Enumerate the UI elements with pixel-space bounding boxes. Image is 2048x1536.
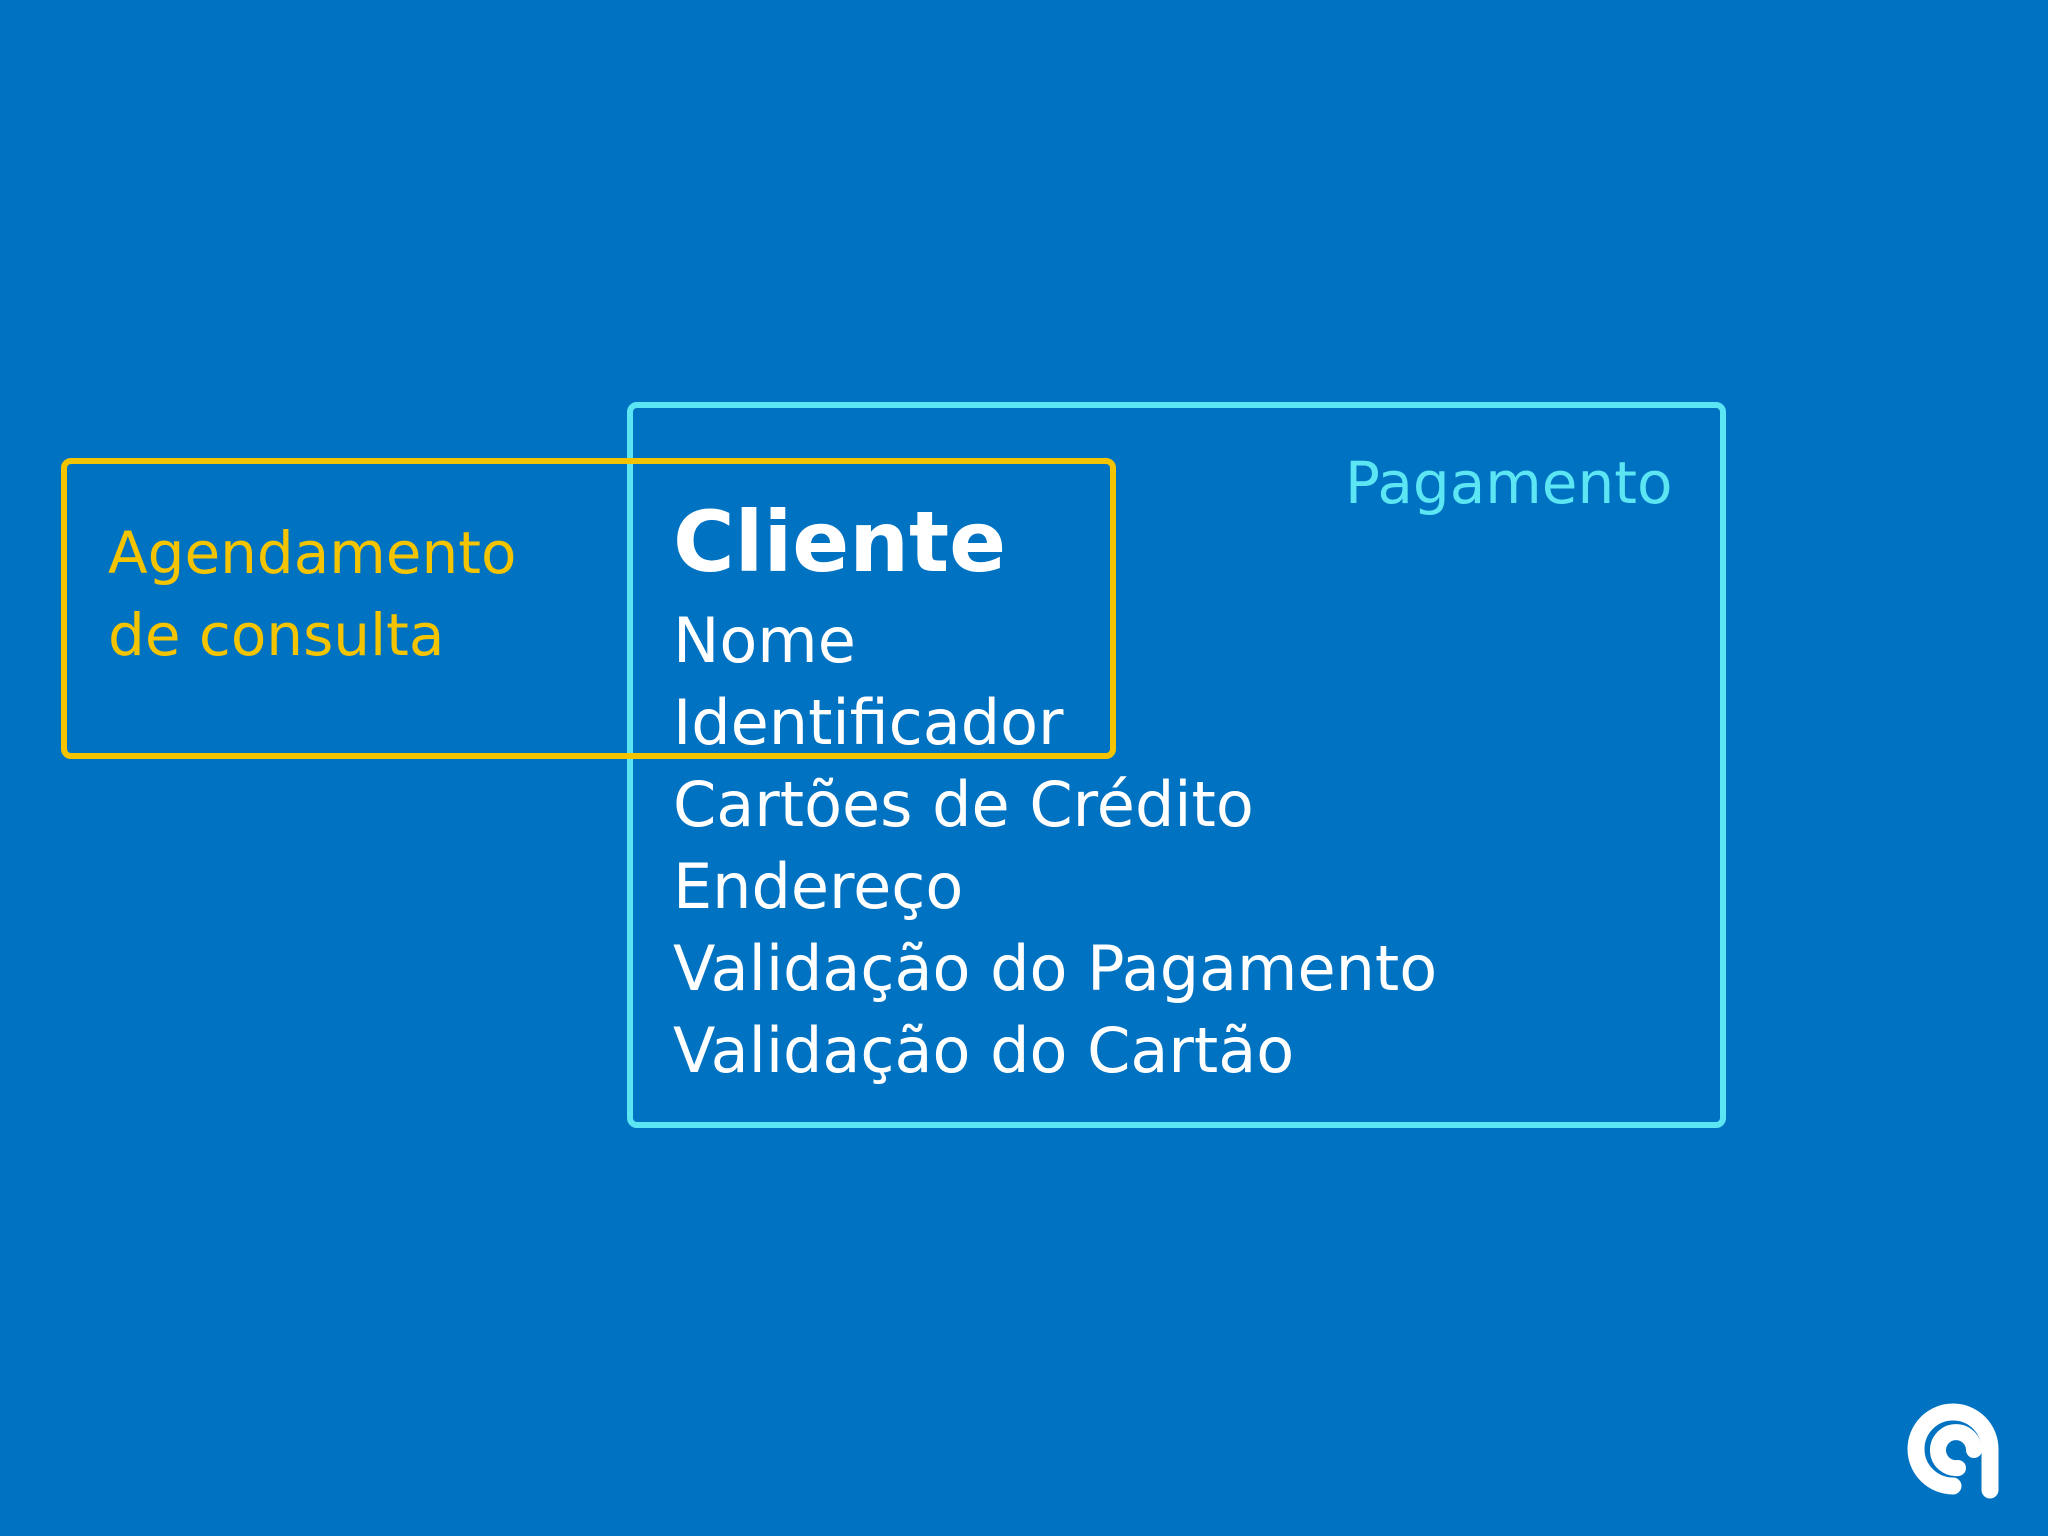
- entity-attribute: Validação do Pagamento: [673, 932, 1438, 1005]
- entity-attribute-list: Nome Identificador Cartões de Crédito En…: [673, 600, 1437, 1092]
- brand-logo-icon: [1907, 1403, 1999, 1499]
- agendamento-context-box: [61, 458, 1116, 759]
- entity-attribute: Validação do Cartão: [673, 1014, 1295, 1087]
- entity-attribute: Identificador: [673, 686, 1064, 759]
- entity-attribute: Endereço: [673, 850, 964, 923]
- entity-attribute: Cartões de Crédito: [673, 768, 1254, 841]
- agendamento-context-label: Agendamento de consulta: [108, 519, 517, 669]
- entity-title: Cliente: [673, 493, 1007, 591]
- pagamento-context-label: Pagamento: [1345, 449, 1673, 517]
- entity-attribute: Nome: [673, 604, 856, 677]
- pagamento-context-box: [627, 402, 1726, 1128]
